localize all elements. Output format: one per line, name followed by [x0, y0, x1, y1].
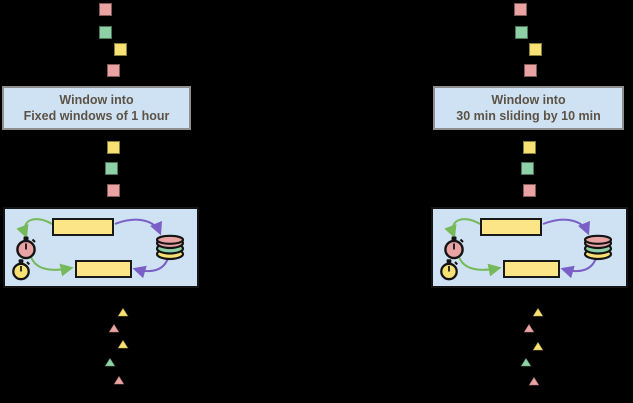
purple-arrow-to-bottom-rect [132, 257, 169, 279]
purple-arrow-to-database [114, 218, 162, 236]
result-triangle-pink [523, 323, 535, 333]
green-arrow-to-clock [444, 218, 481, 239]
event-square-pink [524, 64, 537, 77]
result-triangle-green [520, 357, 532, 367]
result-triangle-pink [108, 323, 120, 333]
window-into-label-line2: Fixed windows of 1 hour [23, 109, 170, 123]
event-square-green [105, 162, 118, 175]
result-triangle-pink [528, 376, 540, 386]
event-square-yellow [114, 43, 127, 56]
result-triangle-yellow [117, 307, 129, 317]
stopwatch-yellow-icon [12, 259, 31, 281]
stopwatch-pink-icon [16, 236, 36, 260]
transform-rect-bottom [75, 260, 132, 278]
transform-rect-top [52, 218, 114, 236]
dataflow-arrows [444, 218, 597, 279]
event-square-yellow [523, 141, 536, 154]
dataflow-arrows [16, 218, 169, 279]
stopwatch-pink-icon [444, 236, 464, 260]
green-arrow-to-clock [16, 218, 53, 239]
processing-box-sliding [431, 207, 628, 288]
result-triangle-yellow [117, 339, 129, 349]
green-arrow-to-bottom-rect [30, 256, 74, 277]
green-arrow-to-bottom-rect [458, 256, 502, 277]
window-into-box-sliding: Window into 30 min sliding by 10 min [433, 86, 624, 130]
purple-arrow-to-bottom-rect [560, 257, 597, 279]
transform-rect-bottom [503, 260, 560, 278]
result-triangle-green [104, 357, 116, 367]
transform-rect-top [480, 218, 542, 236]
event-square-yellow [529, 43, 542, 56]
event-square-pink [107, 64, 120, 77]
event-square-green [521, 162, 534, 175]
window-into-label-line1: Window into [491, 93, 566, 107]
result-triangle-pink [113, 375, 125, 385]
purple-arrow-to-database [542, 218, 590, 236]
database-icon [155, 234, 185, 261]
event-square-pink [99, 3, 112, 16]
event-square-green [515, 26, 528, 39]
event-square-pink [107, 184, 120, 197]
result-triangle-yellow [532, 341, 544, 351]
database-icon [583, 234, 613, 261]
window-into-label-line1: Window into [59, 93, 134, 107]
event-square-yellow [107, 141, 120, 154]
result-triangle-yellow [532, 307, 544, 317]
window-into-label-line2: 30 min sliding by 10 min [456, 109, 601, 123]
event-square-pink [514, 3, 527, 16]
stopwatch-yellow-icon [440, 259, 459, 281]
window-into-box-fixed: Window into Fixed windows of 1 hour [2, 86, 191, 130]
event-square-pink [523, 184, 536, 197]
event-square-green [99, 26, 112, 39]
processing-box-fixed [3, 207, 199, 288]
